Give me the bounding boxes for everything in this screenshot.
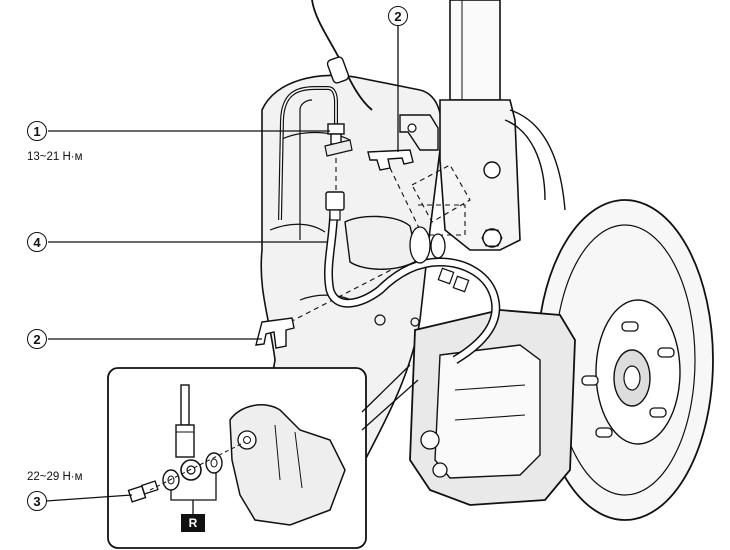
retaining-clip-top [367,149,414,171]
inset-detail [127,384,346,526]
callout-2-mid: 2 [27,329,47,349]
torque-spec-1: 13~21 Н·м [27,151,83,163]
callout-4: 4 [27,232,47,252]
hose-bracket [399,114,439,151]
callout-3: 3 [27,491,47,511]
torque-spec-3: 22~29 Н·м [27,471,83,483]
replace-marker: R [181,514,205,532]
retaining-clip-mid [255,317,295,349]
strut-tube [449,0,501,101]
callout-1: 1 [27,121,47,141]
leader-3 [45,494,133,502]
flare-nut [324,123,353,157]
callout-2-top: 2 [388,6,408,26]
wheel-studs [581,321,675,438]
